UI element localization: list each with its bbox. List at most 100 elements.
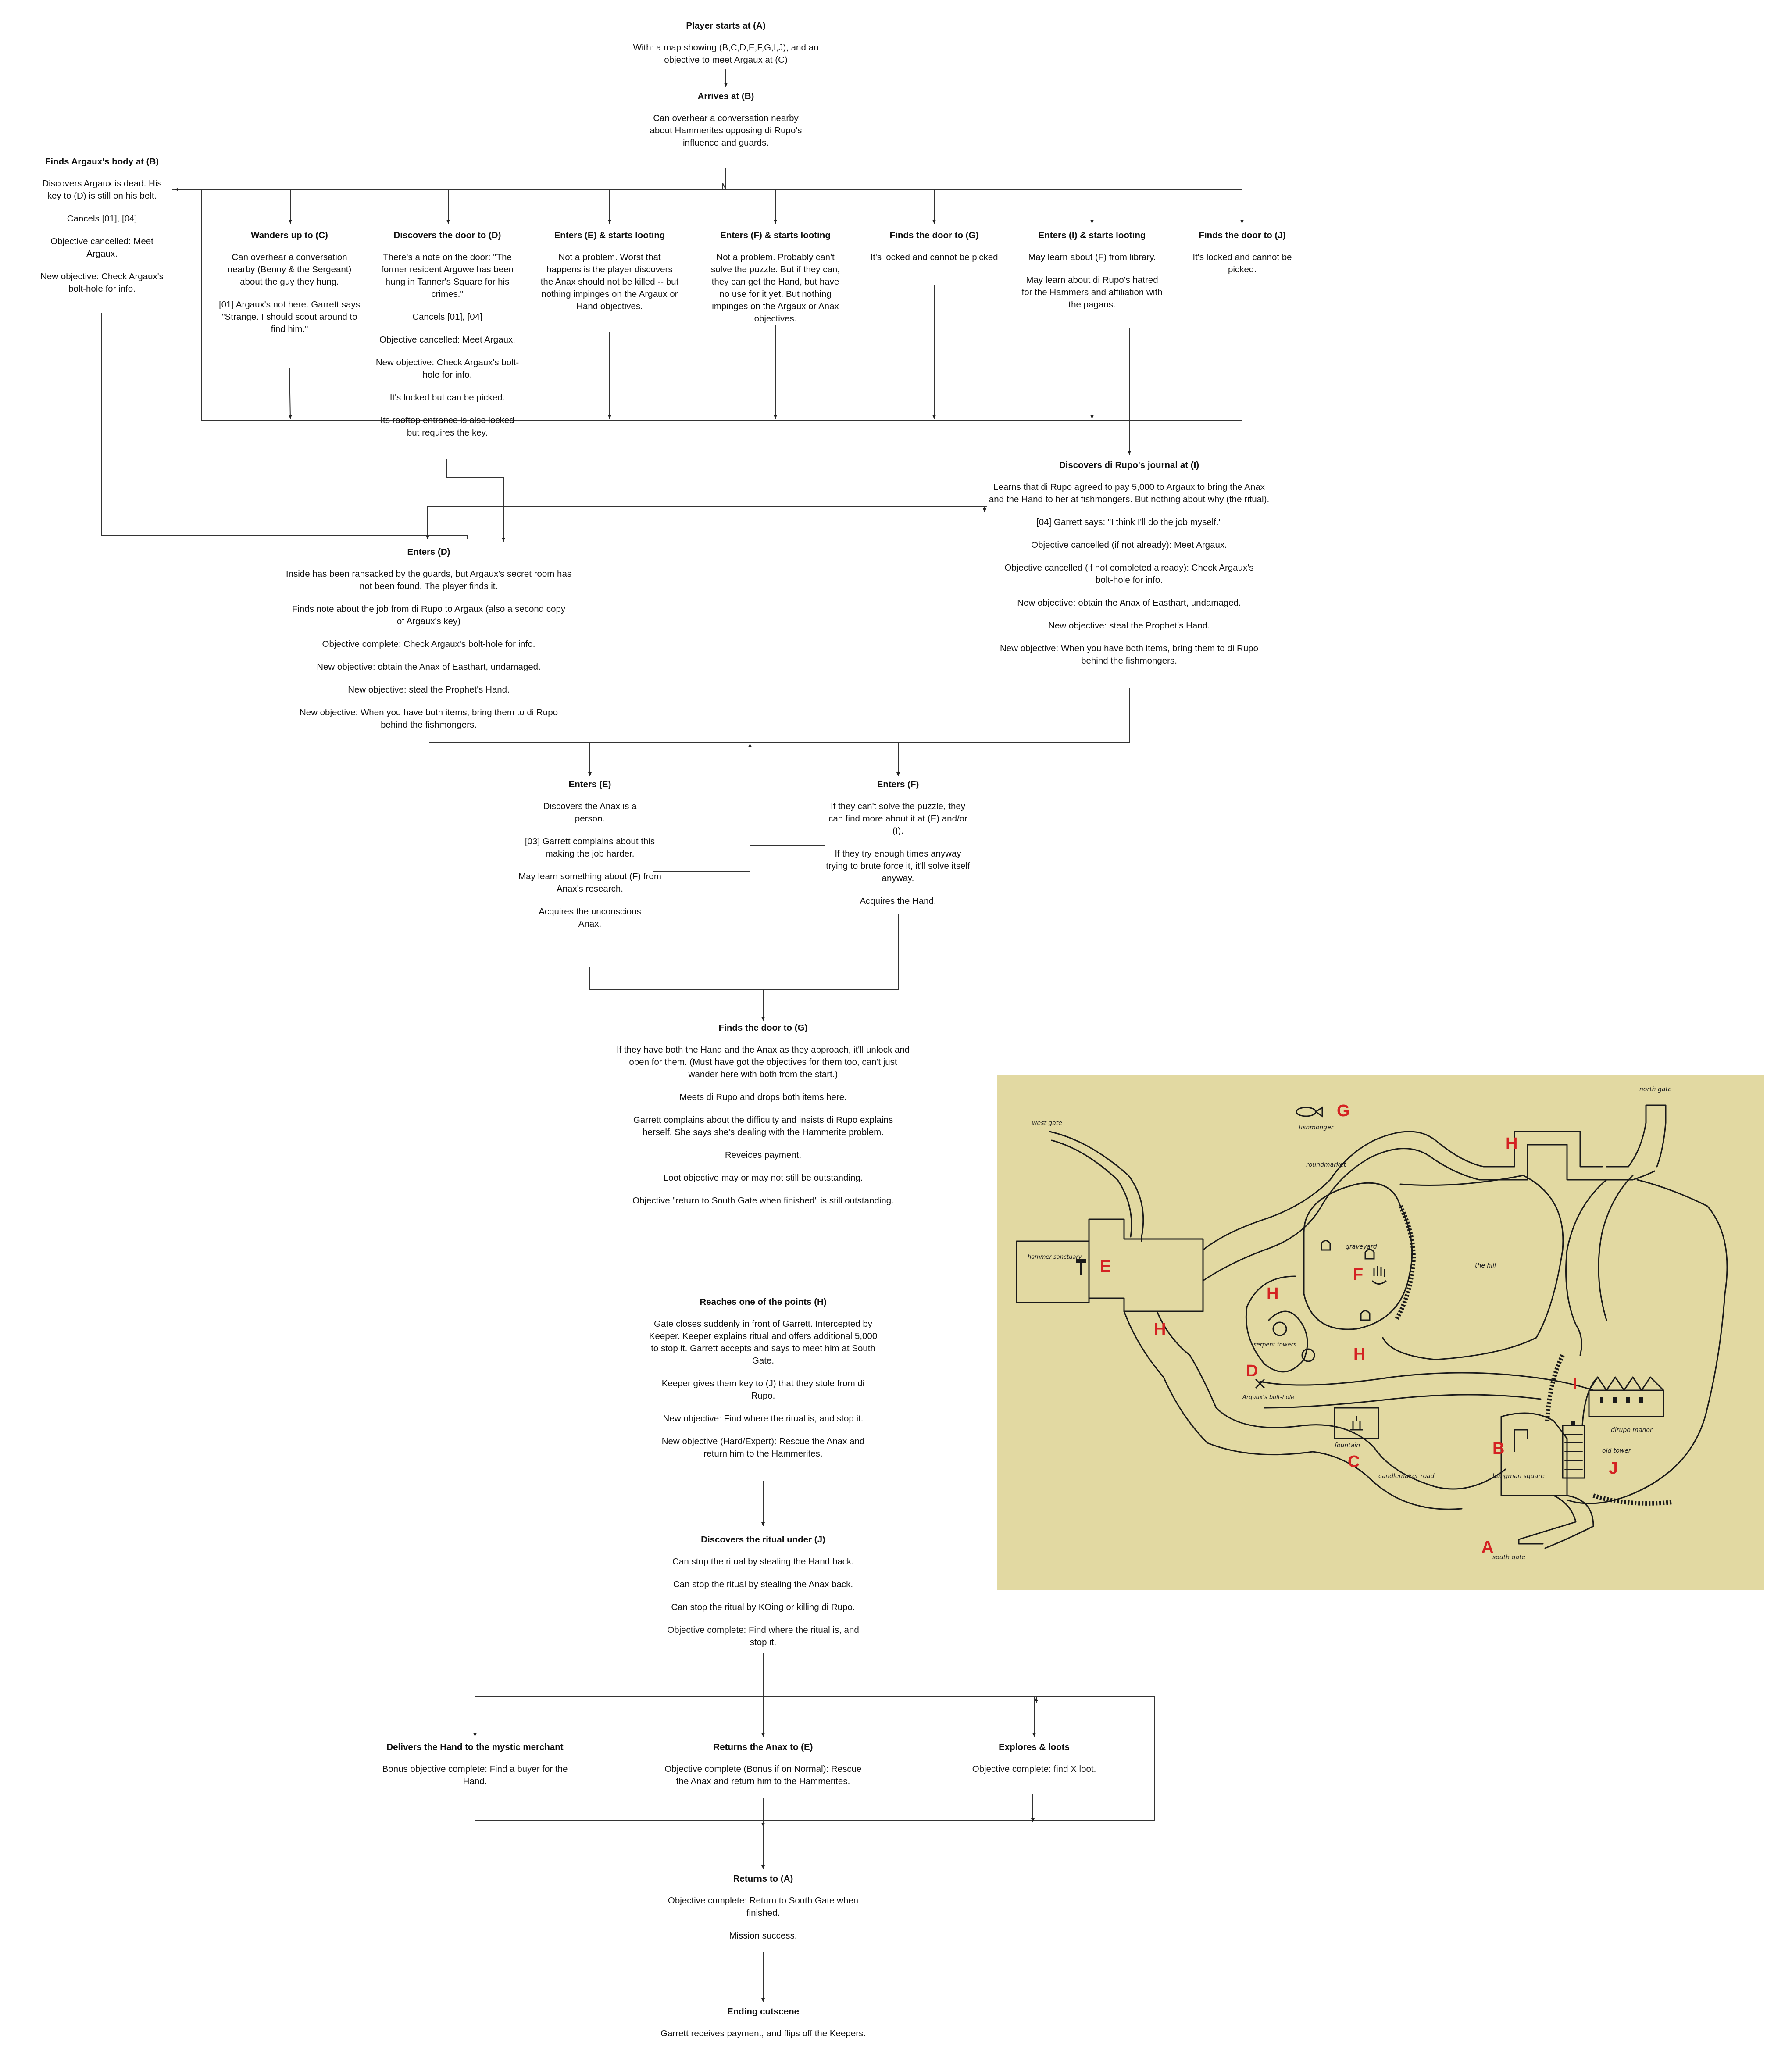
node-text: Not a problem. Worst that happens is the… <box>540 252 679 311</box>
node-text: Discovers the Anax is a person. <box>543 801 637 824</box>
node-text: Acquires the unconscious Anax. <box>539 907 641 929</box>
node-text: Acquires the Hand. <box>860 896 936 906</box>
node-text: Reveices payment. <box>725 1150 802 1160</box>
map-letter: E <box>1100 1257 1111 1276</box>
node-title: Finds the door to (G) <box>889 230 979 240</box>
node-text: May learn something about (F) from Anax'… <box>518 871 661 894</box>
node-text: Bonus objective complete: Find a buyer f… <box>382 1764 568 1786</box>
node-title: Enters (I) & starts looting <box>1038 230 1146 240</box>
node-title: Wanders up to (C) <box>251 230 328 240</box>
node-text: Meets di Rupo and drops both items here. <box>679 1092 847 1102</box>
node-door-d: Discovers the door to (D) There's a note… <box>375 229 520 439</box>
node-title: Finds the door to (J) <box>1199 230 1286 240</box>
node-text: Finds note about the job from di Rupo to… <box>292 604 566 626</box>
edge-body-denter <box>101 313 468 539</box>
map-label-hangman-square: hangman square <box>1492 1473 1545 1480</box>
node-text: New objective: Find where the ritual is,… <box>663 1414 864 1424</box>
map-hammer-sanctuary <box>1016 1218 1204 1312</box>
node-text: Can overhear a conversation nearby (Benn… <box>227 252 352 287</box>
node-text: Cancels [01], [04] <box>67 214 137 224</box>
map-label-graveyard: graveyard <box>1346 1243 1377 1250</box>
map-street-north <box>1606 1104 1667 1168</box>
node-title: Finds the door to (G) <box>718 1023 808 1033</box>
node-text: There's a note on the door: "The former … <box>381 252 514 299</box>
node-text: [04] Garrett says: "I think I'll do the … <box>1036 517 1222 527</box>
node-enters-i-loot: Enters (I) & starts looting May learn ab… <box>1020 229 1164 311</box>
node-enters-d: Enters (D) Inside has been ransacked by … <box>281 546 577 731</box>
node-text: Objective complete: Check Argaux's bolt-… <box>322 639 535 649</box>
map-fountain-plaza <box>1334 1407 1379 1439</box>
map-letter: F <box>1353 1265 1363 1284</box>
fish-icon <box>1296 1106 1323 1118</box>
map-label-roundmarket: roundmarket <box>1306 1161 1346 1168</box>
node-text: New objective: steal the Prophet's Hand. <box>1048 621 1210 631</box>
map-old-tower <box>1562 1425 1585 1479</box>
node-text: Loot objective may or may not still be o… <box>663 1173 863 1183</box>
map-label-serpent-towers: serpent towers <box>1253 1342 1296 1348</box>
node-text: Objective "return to South Gate when fin… <box>632 1196 894 1206</box>
map-label-hammer-sanctuary: hammer sanctuary <box>1028 1254 1082 1260</box>
edge-loop-rect <box>201 190 1242 421</box>
node-return-anax: Returns the Anax to (E) Objective comple… <box>660 1741 866 1788</box>
node-title: Enters (E) & starts looting <box>554 230 665 240</box>
node-text: Discovers Argaux is dead. His key to (D)… <box>42 179 162 201</box>
node-text: Gate closes suddenly in front of Garrett… <box>649 1319 878 1366</box>
node-title: Arrives at (B) <box>697 91 754 101</box>
node-text: Keeper gives them key to (J) that they s… <box>661 1378 865 1401</box>
edge-c-down <box>288 367 292 419</box>
node-text: Objective complete: Find where the ritua… <box>667 1625 859 1647</box>
node-title: Delivers the Hand to the mystic merchant <box>386 1742 564 1752</box>
gallows-icon <box>1514 1429 1528 1452</box>
node-text: May learn about (F) from library. <box>1028 252 1156 262</box>
map-letter: I <box>1573 1375 1578 1393</box>
node-text: New objective: steal the Prophet's Hand. <box>348 685 510 695</box>
map-label-the-hill: the hill <box>1475 1262 1496 1269</box>
node-text: Can stop the ritual by stealing the Anax… <box>673 1579 853 1589</box>
edge-bus-body <box>175 183 726 191</box>
node-text: Cancels [01], [04] <box>412 312 482 322</box>
hammer-icon <box>1076 1259 1086 1275</box>
node-text: Objective complete: Return to South Gate… <box>668 1896 859 1918</box>
fountain-icon <box>1350 1416 1363 1431</box>
edge-split3 <box>475 1696 1155 1821</box>
node-door-g: Finds the door to (G) It's locked and ca… <box>866 229 1002 264</box>
node-enters-e-loot: Enters (E) & starts looting Not a proble… <box>535 229 684 313</box>
map-street-south-loop <box>1156 1310 1506 1490</box>
node-text: New objective: obtain the Anax of Eastha… <box>317 662 541 672</box>
map-letter: H <box>1353 1345 1365 1364</box>
map-label-fishmonger: fishmonger <box>1299 1124 1334 1131</box>
node-text: Can stop the ritual by stealing the Hand… <box>672 1557 854 1567</box>
node-text: If they try enough times anyway trying t… <box>826 849 970 883</box>
node-text: Objective cancelled: Meet Argaux. <box>50 236 153 259</box>
node-enters-f-loot: Enters (F) & starts looting Not a proble… <box>701 229 850 325</box>
map-label-west-gate: west gate <box>1032 1120 1062 1127</box>
node-title: Enters (E) <box>568 779 611 789</box>
node-text: Garrett complains about the difficulty a… <box>633 1115 893 1137</box>
map-letter: C <box>1348 1453 1360 1471</box>
map-letter: A <box>1481 1538 1493 1557</box>
map-background <box>997 1075 1764 1590</box>
node-text: Its rooftop entrance is also locked but … <box>380 415 514 438</box>
hand-icon <box>1371 1266 1387 1285</box>
node-text: May learn about di Rupo's hatred for the… <box>1021 275 1163 310</box>
node-reaches-h: Reaches one of the points (H) Gate close… <box>647 1296 879 1460</box>
map-label-argaux-bolt-hole: Argaux's bolt-hole <box>1242 1394 1294 1401</box>
map-label-dirupo-manor: dirupo manor <box>1611 1427 1653 1434</box>
node-argaux-body: Finds Argaux's body at (B) Discovers Arg… <box>26 156 178 295</box>
node-text: Objective complete: find X loot. <box>972 1764 1096 1774</box>
node-ending-cutscene: Ending cutscene Garrett receives payment… <box>660 2006 866 2040</box>
node-text: Learns that di Rupo agreed to pay 5,000 … <box>989 482 1270 504</box>
node-finds-g: Finds the door to (G) If they have both … <box>614 1022 912 1207</box>
node-title: Returns to (A) <box>733 1874 793 1884</box>
node-explores-loots: Explores & loots Objective complete: fin… <box>951 1741 1117 1775</box>
node-text: New objective (Hard/Expert): Rescue the … <box>661 1436 865 1459</box>
map-the-hill <box>1382 1175 1564 1360</box>
manor-icon <box>1600 1397 1643 1403</box>
map-letter: D <box>1246 1362 1258 1380</box>
node-title: Enters (F) <box>877 779 919 789</box>
serpent-icon <box>1272 1321 1315 1362</box>
tombstone-icon <box>1321 1240 1375 1321</box>
node-title: Enters (D) <box>407 547 450 557</box>
node-text: It's locked and cannot be picked. <box>1192 252 1292 275</box>
node-text: Objective complete (Bonus if on Normal):… <box>664 1764 862 1786</box>
